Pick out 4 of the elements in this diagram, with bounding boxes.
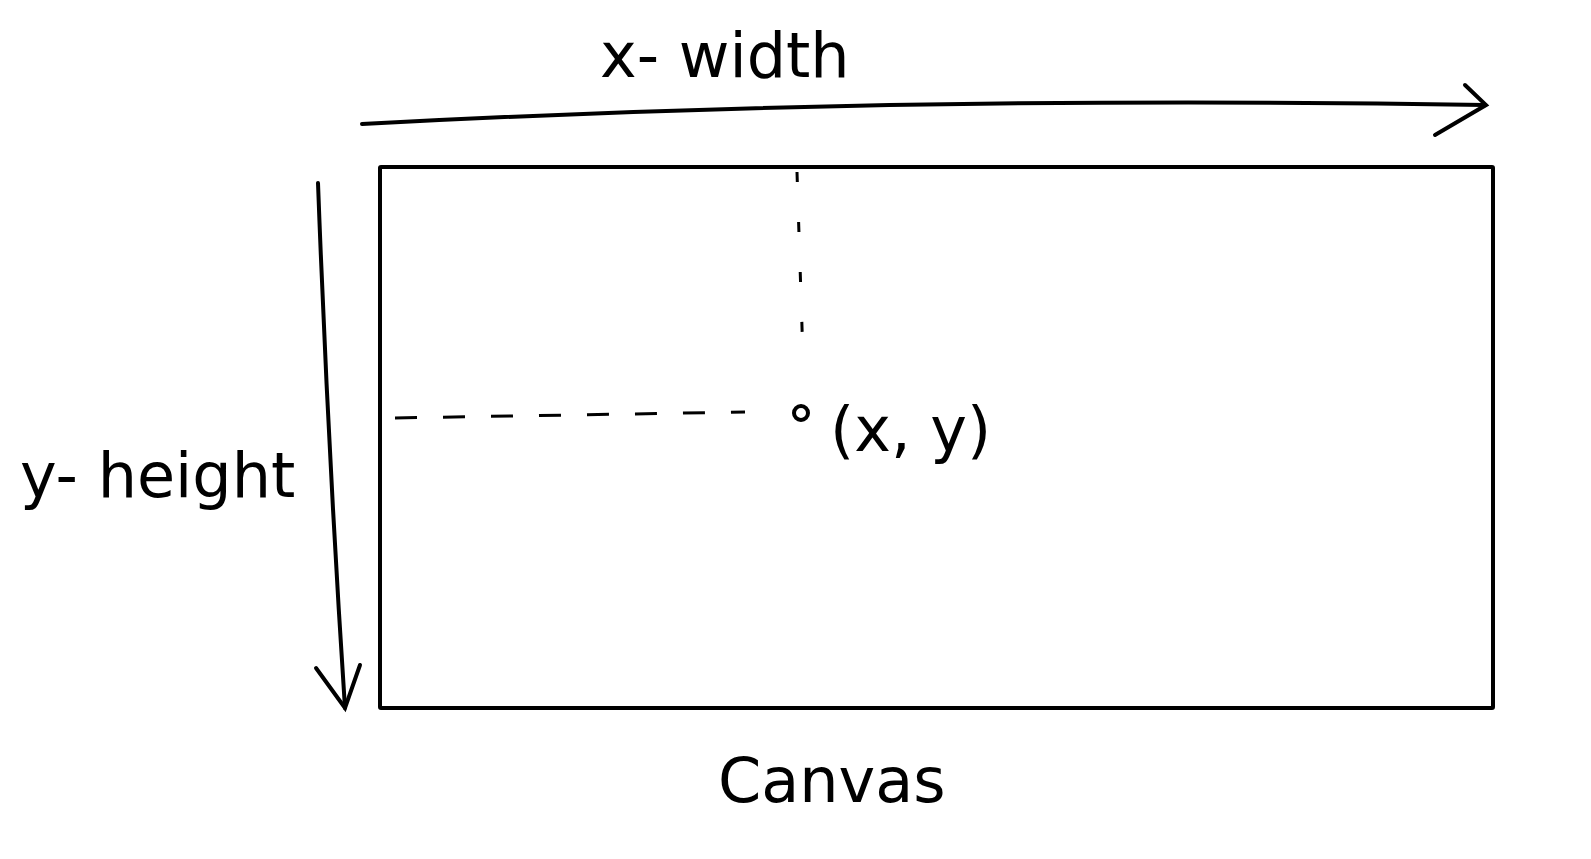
axis-label: x- width — [600, 25, 850, 87]
point-dot — [792, 404, 810, 422]
node-label: Canvas — [718, 750, 946, 812]
canvas-rectangle — [378, 165, 1495, 710]
